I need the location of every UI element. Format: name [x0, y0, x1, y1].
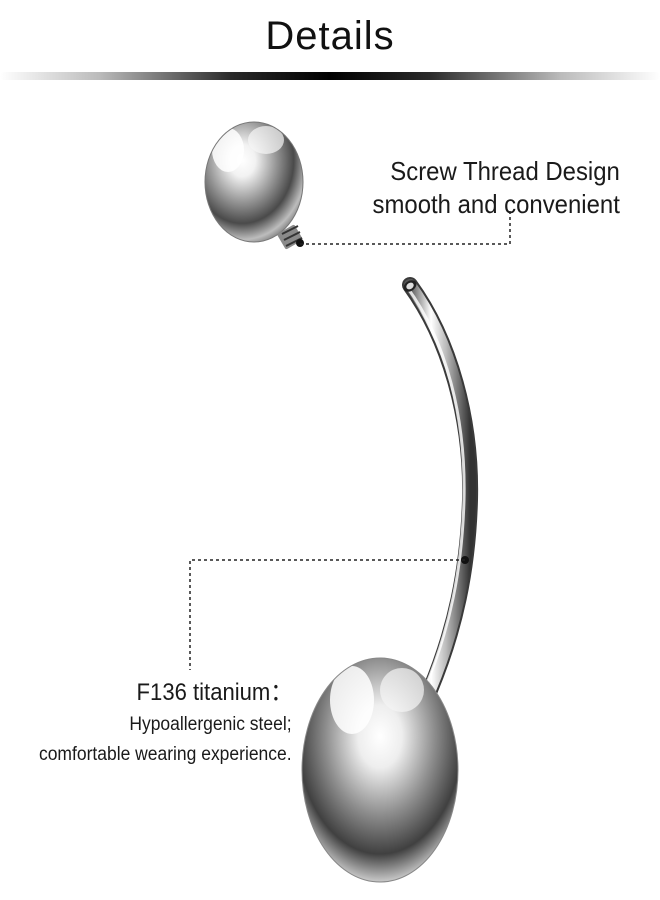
page-title: Details	[265, 14, 395, 58]
material-callout-desc: Hypoallergenic steel; comfortable wearin…	[39, 710, 292, 770]
thread-callout-line1: Screw Thread Design	[390, 156, 620, 186]
top-ball-icon	[204, 121, 304, 243]
material-callout-title: F136 titanium：	[136, 679, 292, 706]
thread-callout: Screw Thread Design smooth and convenien…	[373, 155, 620, 220]
thread-leader-line	[296, 210, 511, 247]
curved-bar-icon	[402, 277, 479, 698]
material-leader-line	[189, 556, 469, 670]
bottom-ball-icon	[301, 657, 459, 883]
title-divider	[0, 72, 660, 80]
thread-callout-line2: smooth and convenient	[372, 188, 620, 219]
material-callout-line2: comfortable wearing experience.	[39, 744, 292, 765]
material-callout-line1: Hypoallergenic steel;	[129, 714, 292, 735]
